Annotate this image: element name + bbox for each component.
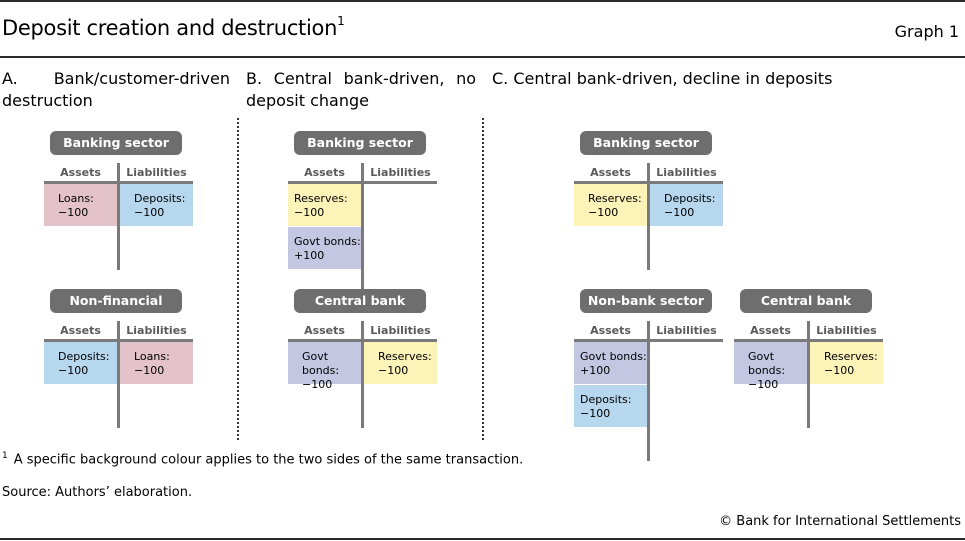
t-account-vertical-line xyxy=(361,321,364,428)
panel-separator xyxy=(237,118,239,440)
graph-title-text: Deposit creation and destruction xyxy=(2,16,338,40)
liabilities-header: Liabilities xyxy=(656,166,717,179)
entry-value: −100 xyxy=(588,206,619,219)
liability-entry: Deposits:−100 xyxy=(650,184,723,226)
liability-entry: Deposits:−100 xyxy=(120,184,193,226)
liabilities-header: Liabilities xyxy=(816,324,877,337)
entry-value: −100 xyxy=(580,407,611,420)
liability-entry: Loans:−100 xyxy=(120,342,193,384)
entry-label: Reserves: xyxy=(824,350,878,363)
panel-c-title: C. Central bank-driven, decline in depos… xyxy=(492,69,833,88)
entry-value: −100 xyxy=(664,206,695,219)
copyright: © Bank for International Settlements xyxy=(719,514,961,529)
assets-header: Assets xyxy=(304,324,345,337)
footnote-text: A specific background colour applies to … xyxy=(13,452,524,468)
entry-value: −100 xyxy=(134,206,165,219)
asset-entry: Deposits:−100 xyxy=(44,342,117,384)
footnote-marker: 1 xyxy=(2,451,8,461)
assets-header: Assets xyxy=(60,166,101,179)
entry-label: Govt bonds: xyxy=(302,350,340,377)
assets-header: Assets xyxy=(60,324,101,337)
entry-label: Govt bonds: xyxy=(294,235,361,248)
panel-a-title: A. Bank/customer-driven destruction xyxy=(2,69,236,110)
entry-value: +100 xyxy=(580,364,611,377)
entry-value: −100 xyxy=(824,364,855,377)
t-account-vertical-line xyxy=(647,163,650,270)
sector-label: Non-bank sector xyxy=(580,289,712,313)
entry-value: +100 xyxy=(294,249,325,262)
asset-entry: Loans:−100 xyxy=(44,184,117,226)
asset-entry: Govt bonds:−100 xyxy=(734,342,807,391)
sector-label: Banking sector xyxy=(294,131,426,155)
liabilities-header: Liabilities xyxy=(370,166,431,179)
liabilities-header: Liabilities xyxy=(370,324,431,337)
entry-value: −100 xyxy=(134,364,165,377)
entry-label: Reserves: xyxy=(294,192,348,205)
entry-label: Deposits: xyxy=(134,192,186,205)
entry-value: −100 xyxy=(302,378,333,391)
sector-label: Non-financial sector xyxy=(50,289,182,332)
source-note: Source: Authors’ elaboration. xyxy=(2,485,193,500)
liability-entry: Reserves:−100 xyxy=(810,342,883,384)
entry-label: Govt bonds: xyxy=(580,350,647,363)
t-account-vertical-line xyxy=(361,163,364,303)
panel-b-title: B. Central bank-driven, no deposit chang… xyxy=(246,69,476,110)
t-account-vertical-line xyxy=(647,321,650,461)
assets-header: Assets xyxy=(590,166,631,179)
t-account-vertical-line xyxy=(117,321,120,428)
liabilities-header: Liabilities xyxy=(126,166,187,179)
assets-header: Assets xyxy=(304,166,345,179)
asset-entry: Reserves:−100 xyxy=(574,184,647,226)
title-footnote-marker: 1 xyxy=(337,14,345,28)
t-account-vertical-line xyxy=(117,163,120,270)
entry-value: −100 xyxy=(378,364,409,377)
entry-label: Reserves: xyxy=(378,350,432,363)
entry-value: −100 xyxy=(58,206,89,219)
asset-entry: Govt bonds:+100 xyxy=(574,342,647,384)
liabilities-header: Liabilities xyxy=(656,324,717,337)
panel-separator xyxy=(482,118,484,440)
sector-label: Banking sector xyxy=(50,131,182,155)
entry-label: Deposits: xyxy=(580,393,632,406)
liabilities-header: Liabilities xyxy=(126,324,187,337)
asset-entry: Reserves:−100 xyxy=(288,184,361,226)
asset-entry: Govt bonds:−100 xyxy=(288,342,361,391)
liability-entry: Reserves:−100 xyxy=(364,342,437,384)
bottom-rule xyxy=(0,538,965,540)
footnote: 1 A specific background colour applies to… xyxy=(2,451,523,467)
entry-label: Deposits: xyxy=(664,192,716,205)
entry-label: Loans: xyxy=(134,350,170,363)
top-rule xyxy=(0,0,965,2)
entry-value: −100 xyxy=(748,378,779,391)
assets-header: Assets xyxy=(750,324,791,337)
entry-label: Loans: xyxy=(58,192,94,205)
sector-label: Central bank xyxy=(740,289,872,313)
graph-title: Deposit creation and destruction1 xyxy=(2,14,345,40)
entry-label: Reserves: xyxy=(588,192,642,205)
entry-value: −100 xyxy=(58,364,89,377)
entry-value: −100 xyxy=(294,206,325,219)
t-account-vertical-line xyxy=(807,321,810,428)
graph-number: Graph 1 xyxy=(894,22,959,41)
title-rule xyxy=(0,56,965,58)
entry-label: Govt bonds: xyxy=(748,350,786,377)
assets-header: Assets xyxy=(590,324,631,337)
entry-label: Deposits: xyxy=(58,350,110,363)
sector-label: Banking sector xyxy=(580,131,712,155)
asset-entry: Deposits:−100 xyxy=(574,385,647,427)
asset-entry: Govt bonds:+100 xyxy=(288,227,361,269)
sector-label: Central bank xyxy=(294,289,426,313)
